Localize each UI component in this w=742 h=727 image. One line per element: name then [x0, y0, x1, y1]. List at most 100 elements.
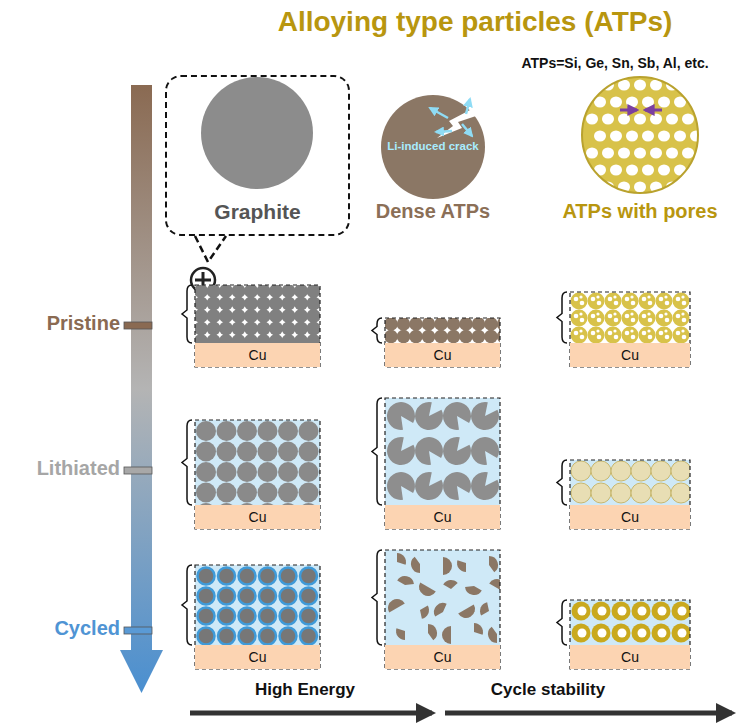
fragment — [463, 582, 482, 598]
particle — [608, 331, 613, 336]
current-collector: Cu — [570, 343, 690, 367]
particle — [195, 285, 208, 298]
particle — [257, 334, 271, 343]
particle — [484, 318, 498, 331]
particle — [648, 318, 653, 323]
particle — [625, 314, 630, 319]
pore — [626, 165, 638, 176]
particle — [613, 312, 616, 315]
particle — [631, 301, 636, 306]
particle — [673, 327, 690, 344]
particle — [591, 483, 611, 503]
particle — [647, 295, 650, 298]
particle — [198, 568, 215, 585]
particle — [207, 334, 221, 343]
particle — [258, 483, 278, 503]
thickness-brace — [557, 292, 567, 343]
particle — [294, 334, 308, 343]
particle — [631, 483, 651, 503]
pore — [610, 131, 622, 142]
particle — [385, 330, 398, 343]
cracked-particle — [471, 402, 499, 430]
element-list: ATPs=Si, Ge, Sn, Sb, Al, etc. — [521, 55, 708, 71]
particle — [611, 483, 631, 503]
pore — [634, 182, 646, 193]
particle — [300, 628, 317, 645]
particle — [665, 335, 670, 340]
electrode-outline — [570, 460, 690, 529]
particle — [592, 624, 611, 643]
pore — [634, 80, 646, 91]
particle — [280, 608, 297, 625]
particle — [294, 309, 308, 323]
particle — [307, 297, 321, 311]
stress-arrow — [436, 131, 452, 132]
electrode-outline — [570, 600, 690, 669]
current-collector: Cu — [570, 645, 690, 669]
fragment — [385, 596, 405, 613]
particle — [596, 312, 599, 315]
particle — [385, 318, 398, 331]
stress-arrow — [466, 99, 470, 114]
particle — [597, 301, 602, 306]
particle — [218, 628, 235, 645]
particle — [673, 310, 690, 327]
particle — [625, 297, 630, 302]
particle — [656, 327, 673, 344]
particle — [571, 293, 588, 310]
particle — [257, 297, 271, 311]
particle — [258, 421, 278, 441]
crack — [437, 110, 488, 138]
fragment — [458, 605, 478, 622]
fragment — [416, 583, 436, 600]
particle — [280, 568, 297, 585]
thickness-brace — [557, 460, 567, 505]
electrode-outline — [195, 565, 320, 669]
particle — [574, 297, 579, 302]
fragment — [428, 624, 437, 640]
particle — [244, 285, 258, 298]
particle — [571, 461, 591, 481]
crack-label: Li-induced crack — [387, 140, 478, 152]
collector-label: Cu — [434, 347, 452, 363]
pore — [626, 131, 638, 142]
pore — [610, 97, 622, 108]
particle — [472, 318, 486, 331]
particle — [580, 301, 585, 306]
particle — [671, 461, 690, 481]
pore — [586, 182, 598, 193]
particle — [278, 462, 298, 482]
particle — [642, 297, 647, 302]
particle — [195, 309, 208, 323]
particle — [605, 327, 622, 344]
particle — [239, 628, 256, 645]
particle — [447, 330, 461, 343]
particle — [613, 295, 616, 298]
pore — [690, 97, 702, 108]
particle — [300, 588, 317, 605]
particle — [232, 297, 246, 311]
pore — [618, 148, 630, 159]
fragment — [418, 606, 433, 620]
particle — [598, 607, 607, 616]
particle — [269, 285, 283, 298]
particle — [217, 442, 237, 462]
particle — [259, 608, 276, 625]
particle — [638, 629, 647, 638]
particle — [282, 297, 296, 311]
particle — [294, 297, 308, 311]
cracked-particle — [415, 402, 443, 430]
pore — [666, 114, 678, 125]
particle — [196, 442, 216, 462]
particle — [232, 309, 246, 323]
pore — [586, 114, 598, 125]
porous-sphere — [582, 77, 698, 193]
particle — [622, 293, 639, 310]
particle — [447, 318, 461, 331]
collector-label: Cu — [621, 347, 639, 363]
particle — [598, 629, 607, 638]
particle — [196, 462, 216, 482]
particle — [244, 297, 258, 311]
particle — [659, 314, 664, 319]
particle-sphere: Li-induced crack — [381, 95, 485, 199]
